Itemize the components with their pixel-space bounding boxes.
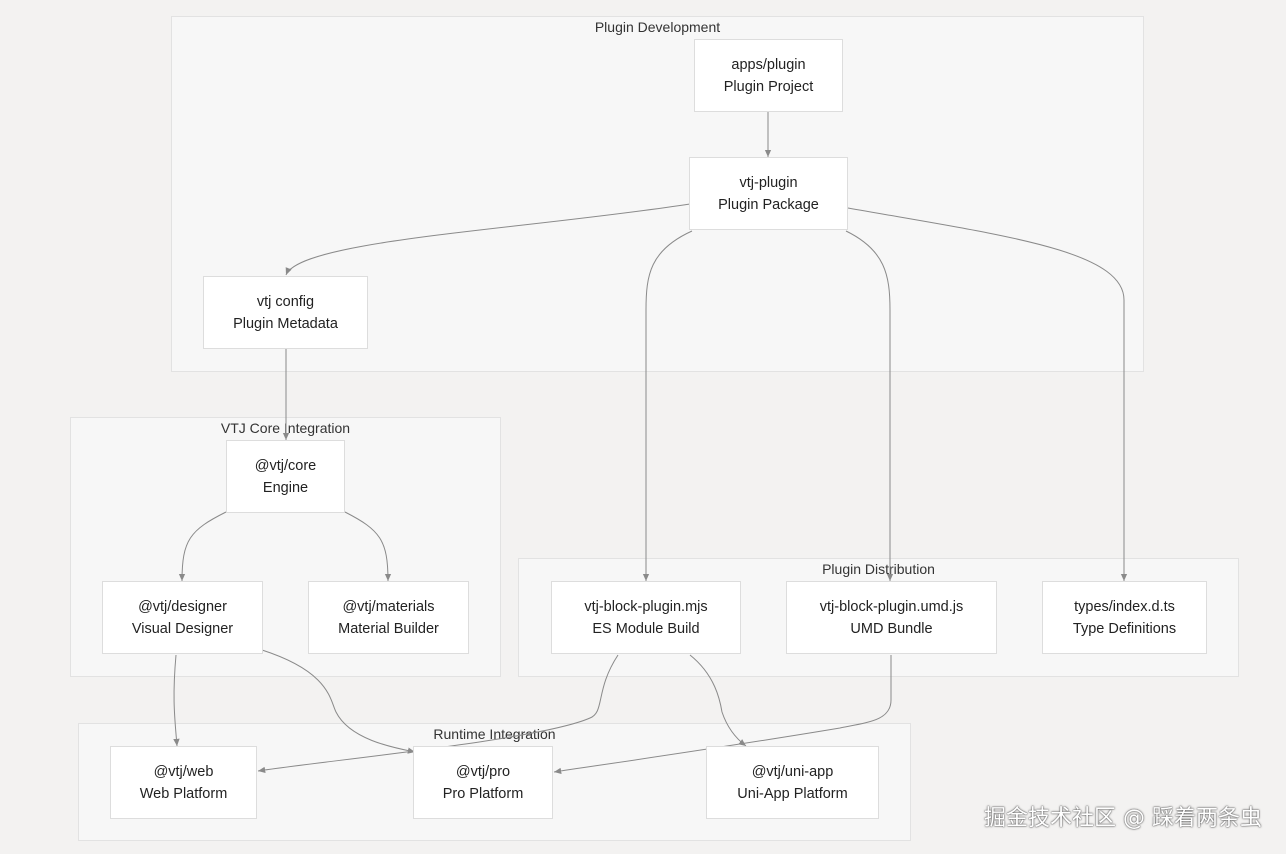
edge-designer-to-pro [261, 649, 416, 754]
node-label-subtitle: UMD Bundle [850, 620, 933, 637]
node-label-title: @vtj/core [254, 457, 317, 474]
edge-designer-to-web [173, 654, 180, 747]
node-label-subtitle: ES Module Build [592, 620, 700, 637]
edge-vtj-plugin-to-umd [845, 230, 894, 581]
node-vtj-config: vtj config Plugin Metadata [203, 276, 368, 349]
edge-mjs-to-web [257, 654, 619, 774]
node-label-subtitle: Uni-App Platform [737, 785, 848, 802]
node-label-subtitle: Plugin Metadata [233, 315, 338, 332]
node-type-definitions: types/index.d.ts Type Definitions [1042, 581, 1207, 654]
node-vtj-materials: @vtj/materials Material Builder [308, 581, 469, 654]
edge-vtj-plugin-to-config [285, 203, 691, 276]
node-label-title: @vtj/web [153, 763, 214, 780]
node-vtj-uni-app: @vtj/uni-app Uni-App Platform [706, 746, 879, 819]
edge-vtj-plugin-to-mjs [642, 230, 693, 581]
node-label-subtitle: Pro Platform [442, 785, 524, 802]
cluster-title: Plugin Development [594, 19, 721, 35]
node-label-subtitle: Engine [262, 479, 309, 496]
node-label-title: vtj-plugin [739, 174, 798, 191]
node-label-subtitle: Plugin Package [718, 196, 819, 213]
watermark: 掘金技术社区 @ 踩着两条虫 [984, 806, 1262, 831]
node-label-subtitle: Type Definitions [1072, 620, 1177, 637]
node-umd-bundle: vtj-block-plugin.umd.js UMD Bundle [786, 581, 997, 654]
node-vtj-designer: @vtj/designer Visual Designer [102, 581, 263, 654]
node-vtj-core: @vtj/core Engine [226, 440, 345, 513]
edge-core-to-materials [344, 511, 392, 582]
node-label-subtitle: Plugin Project [723, 78, 814, 95]
node-label-title: @vtj/materials [342, 598, 435, 615]
node-label-title: vtj-block-plugin.umd.js [819, 598, 964, 615]
node-apps-plugin: apps/plugin Plugin Project [694, 39, 843, 112]
node-label-title: @vtj/pro [455, 763, 511, 780]
node-vtj-plugin: vtj-plugin Plugin Package [689, 157, 848, 230]
edge-umd-to-pro [553, 655, 892, 775]
node-label-title: vtj config [256, 293, 315, 310]
node-label-title: @vtj/uni-app [751, 763, 834, 780]
cluster-title: Runtime Integration [433, 726, 556, 742]
node-label-subtitle: Web Platform [139, 785, 228, 802]
node-label-title: @vtj/designer [138, 598, 227, 615]
node-label-subtitle: Visual Designer [131, 620, 234, 637]
node-vtj-web: @vtj/web Web Platform [110, 746, 257, 819]
node-label-subtitle: Material Builder [338, 620, 439, 637]
node-label-title: apps/plugin [731, 56, 806, 73]
node-label-title: types/index.d.ts [1074, 598, 1175, 615]
edge-mjs-to-uniapp [689, 654, 747, 747]
cluster-title: VTJ Core Integration [220, 420, 351, 436]
node-label-title: vtj-block-plugin.mjs [584, 598, 708, 615]
cluster-title: Plugin Distribution [822, 561, 935, 577]
node-vtj-pro: @vtj/pro Pro Platform [413, 746, 553, 819]
node-es-module-build: vtj-block-plugin.mjs ES Module Build [551, 581, 741, 654]
edge-core-to-designer [178, 511, 227, 582]
edge-vtj-plugin-to-types [847, 207, 1128, 581]
